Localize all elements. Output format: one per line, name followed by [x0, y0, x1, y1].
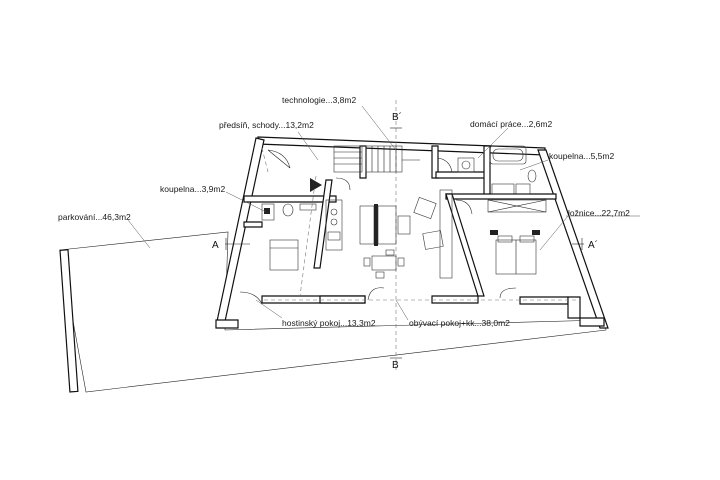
parking-area: [59, 231, 607, 393]
label-obyvaci-pokoj: obývací pokoj+kk...38,0m2: [409, 318, 510, 328]
label-koupelna-left: koupelna...3,9m2: [160, 184, 225, 194]
guest-room-bed: [269, 239, 299, 271]
label-technologie: technologie...3,8m2: [282, 95, 356, 105]
outer-walls: [215, 136, 609, 329]
entrance-arrow-icon: [310, 178, 322, 192]
section-a-left: A: [212, 240, 219, 251]
bathroom-right-fixtures: [457, 145, 537, 195]
section-b-top: B´: [392, 111, 402, 123]
bathroom-left-fixtures: [261, 203, 317, 221]
label-parkovani: parkování...46,3m2: [58, 212, 131, 222]
living-room-furniture: [359, 189, 453, 279]
doors: [239, 149, 517, 305]
stairs: [333, 145, 420, 173]
bedroom-furniture: [487, 199, 547, 275]
label-koupelna-right: koupelna...5,5m2: [549, 151, 614, 161]
label-domaci-prace: domácí práce...2,6m2: [470, 119, 552, 129]
section-a-right: A´: [588, 239, 598, 251]
leader-lines: [127, 105, 640, 321]
label-loznice: ložnice...22,7m2: [568, 208, 630, 218]
section-markers: [225, 127, 584, 359]
section-b-bottom: B: [392, 360, 399, 371]
label-predsin: předsíň, schody...13,2m2: [219, 120, 314, 130]
kitchen-counter: [325, 199, 343, 251]
interior-walls: [243, 145, 557, 297]
parking-left-wall: [59, 249, 79, 393]
label-hostinsky-pokoj: hostinský pokoj...13,3m2: [282, 318, 376, 328]
